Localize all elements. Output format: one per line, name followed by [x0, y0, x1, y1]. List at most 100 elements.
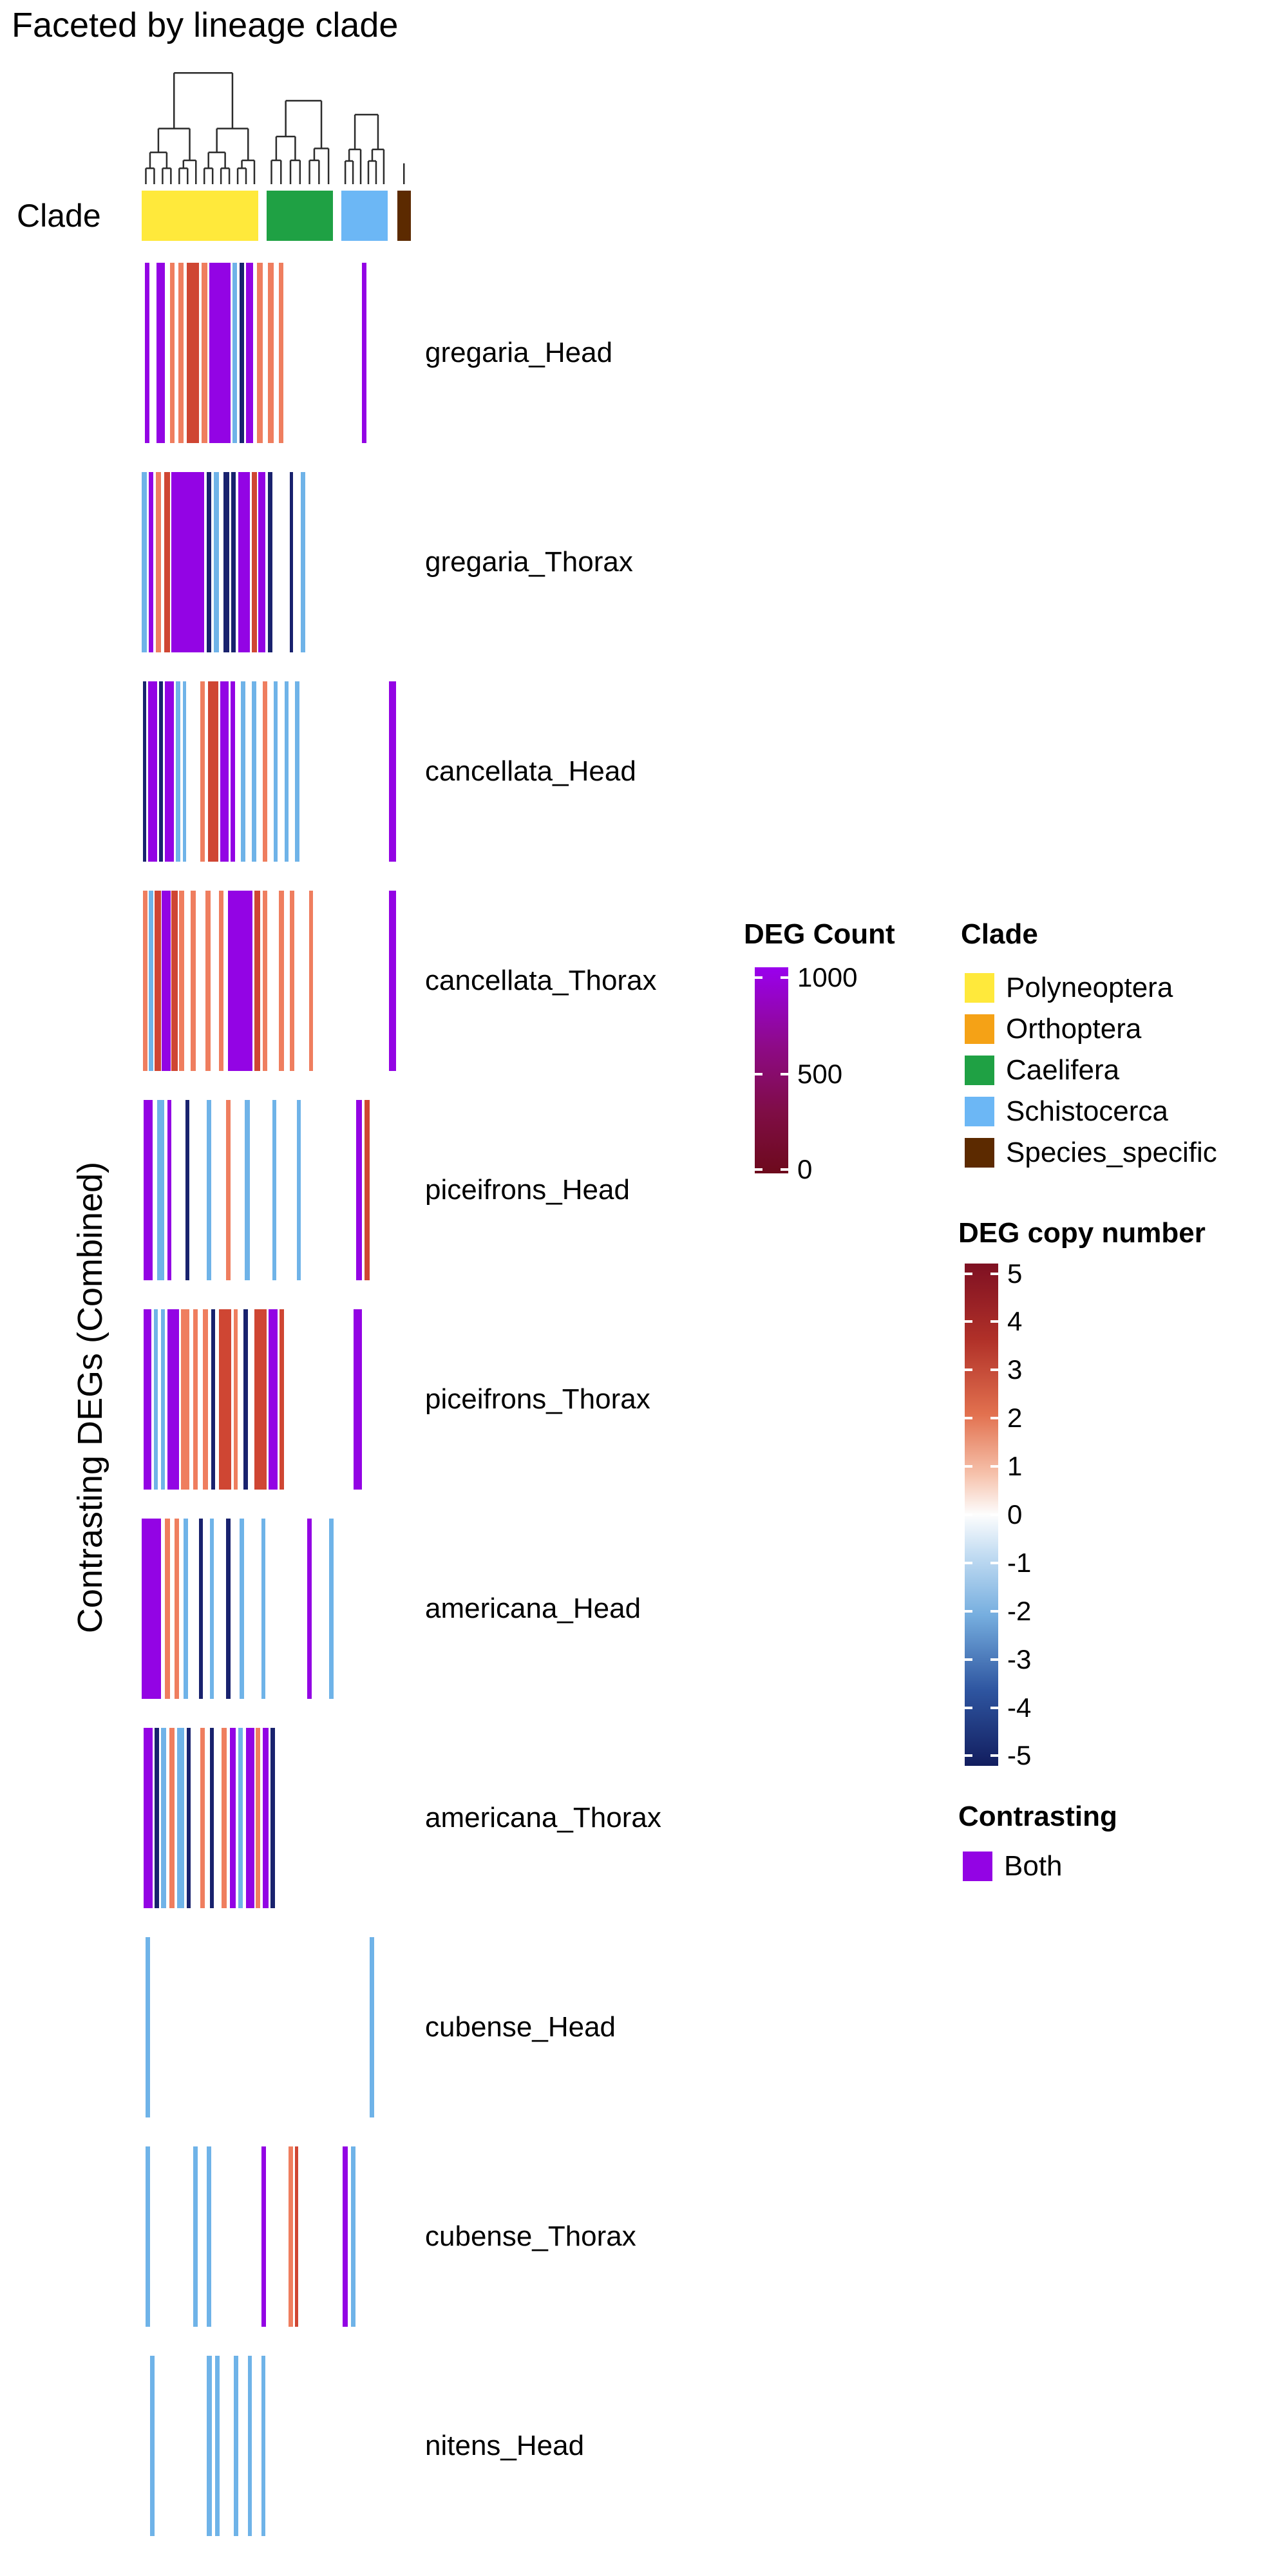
clade-segment-polyneoptera — [142, 191, 259, 241]
heatmap-strip — [142, 1309, 413, 1490]
heatmap-strip — [142, 1100, 413, 1280]
heatmap-bar — [288, 2146, 294, 2327]
heatmap-bar — [209, 263, 231, 443]
legend-item: Caelifera — [965, 1050, 1217, 1091]
facet-label: americana_Head — [425, 1593, 641, 1624]
colorbar-tick-label: 5 — [1007, 1258, 1023, 1289]
facet-row: cubense_Head — [0, 1937, 1288, 2117]
heatmap-bar — [307, 1519, 312, 1699]
heatmap-bar — [254, 1309, 267, 1490]
facet-row: piceifrons_Thorax — [0, 1309, 1288, 1490]
facet-label: piceifrons_Head — [425, 1174, 630, 1206]
colorbar-tick-label: 1000 — [797, 962, 858, 992]
colorbar-tick-label: 0 — [797, 1153, 813, 1184]
heatmap-bar — [350, 2146, 355, 2327]
colorbar-tick-mark — [755, 1073, 762, 1076]
heatmap-bar — [361, 263, 367, 443]
heatmap-bar — [295, 681, 300, 862]
colorbar-tick-mark — [965, 1417, 972, 1420]
clade-segment-species_specific — [397, 191, 411, 241]
colorbar-tick-mark — [990, 1272, 998, 1275]
heatmap-bar — [247, 2356, 252, 2536]
heatmap-bar — [148, 891, 153, 1071]
legend-swatch — [965, 1014, 994, 1044]
heatmap-bar — [200, 1728, 205, 1908]
heatmap-bar — [162, 891, 171, 1071]
clade-segment-schistocerca — [341, 191, 388, 241]
heatmap-bar — [223, 472, 229, 652]
heatmap-bar — [179, 891, 184, 1071]
heatmap-bar — [261, 1519, 266, 1699]
deg-count-legend-title: DEG Count — [744, 918, 895, 950]
heatmap-bar — [233, 1309, 238, 1490]
colorbar-tick-label: 0 — [1007, 1499, 1023, 1530]
colorbar-tick-mark — [965, 1368, 972, 1372]
heatmap-bar — [231, 472, 236, 652]
colorbar-tick-mark — [965, 1609, 972, 1613]
heatmap-bar — [209, 1519, 214, 1699]
heatmap-bar — [186, 1728, 191, 1908]
heatmap-bar — [251, 472, 257, 652]
colorbar-tick-mark — [990, 1417, 998, 1420]
legend-swatch — [965, 1056, 994, 1085]
heatmap-bar — [146, 2146, 151, 2327]
heatmap-bar — [155, 1728, 159, 1908]
heatmap-bar — [181, 1309, 189, 1490]
heatmap-bar — [157, 1100, 165, 1280]
heatmap-strip — [142, 2356, 413, 2536]
legend-swatch — [963, 1852, 992, 1881]
facet-row: gregaria_Head — [0, 263, 1288, 443]
facet-row: cancellata_Thorax — [0, 891, 1288, 1071]
colorbar-tick-mark — [965, 1320, 972, 1323]
copy-number-legend-title: DEG copy number — [958, 1217, 1206, 1249]
clade-legend-title: Clade — [961, 918, 1038, 950]
colorbar-tick-mark — [965, 1272, 972, 1275]
colorbar-tick-mark — [781, 1168, 788, 1171]
heatmap-bar — [269, 1309, 278, 1490]
heatmap-bar — [167, 1309, 180, 1490]
clade-annotation-bar — [142, 191, 413, 241]
facet-label: gregaria_Head — [425, 337, 613, 368]
heatmap-bar — [174, 1519, 180, 1699]
colorbar-tick-mark — [990, 1754, 998, 1757]
legend-item: Orthoptera — [965, 1009, 1217, 1050]
heatmap-bar — [295, 2146, 299, 2327]
legend-item-label: Polyneoptera — [1006, 972, 1173, 1003]
heatmap-strip — [142, 681, 413, 862]
heatmap-bar — [254, 891, 261, 1071]
colorbar-tick-label: -5 — [1007, 1740, 1032, 1771]
facet-row: nitens_Head — [0, 2356, 1288, 2536]
colorbar-tick-label: -1 — [1007, 1547, 1032, 1578]
heatmap-bar — [156, 263, 165, 443]
heatmap-bar — [193, 1309, 198, 1490]
heatmap-bar — [239, 263, 244, 443]
facet-row: gregaria_Thorax — [0, 472, 1288, 652]
heatmap-bar — [219, 1309, 231, 1490]
facet-row: piceifrons_Head — [0, 1100, 1288, 1280]
heatmap-bar — [202, 1309, 208, 1490]
heatmap-bar — [190, 891, 196, 1071]
facet-row: americana_Thorax — [0, 1728, 1288, 1908]
colorbar-tick-label: -4 — [1007, 1692, 1032, 1723]
heatmap-bar — [365, 1100, 370, 1280]
heatmap-bar — [270, 1728, 276, 1908]
heatmap-bar — [155, 891, 161, 1071]
heatmap-bar — [183, 681, 187, 862]
legend-item-label: Caelifera — [1006, 1054, 1120, 1086]
heatmap-bar — [262, 891, 268, 1071]
legend-swatch — [965, 973, 994, 1003]
colorbar-tick-mark — [965, 1513, 972, 1516]
facet-label: cubense_Thorax — [425, 2221, 636, 2252]
heatmap-bar — [261, 2356, 266, 2536]
heatmap-bar — [208, 681, 218, 862]
heatmap-bar — [171, 891, 178, 1071]
colorbar-tick-mark — [990, 1561, 998, 1564]
heatmap-bar — [238, 1728, 243, 1908]
clade-segment-caelifera — [267, 191, 334, 241]
legend-swatch — [965, 1097, 994, 1126]
heatmap-bar — [234, 2356, 239, 2536]
heatmap-bar — [370, 1937, 375, 2117]
heatmap-bar — [232, 263, 238, 443]
